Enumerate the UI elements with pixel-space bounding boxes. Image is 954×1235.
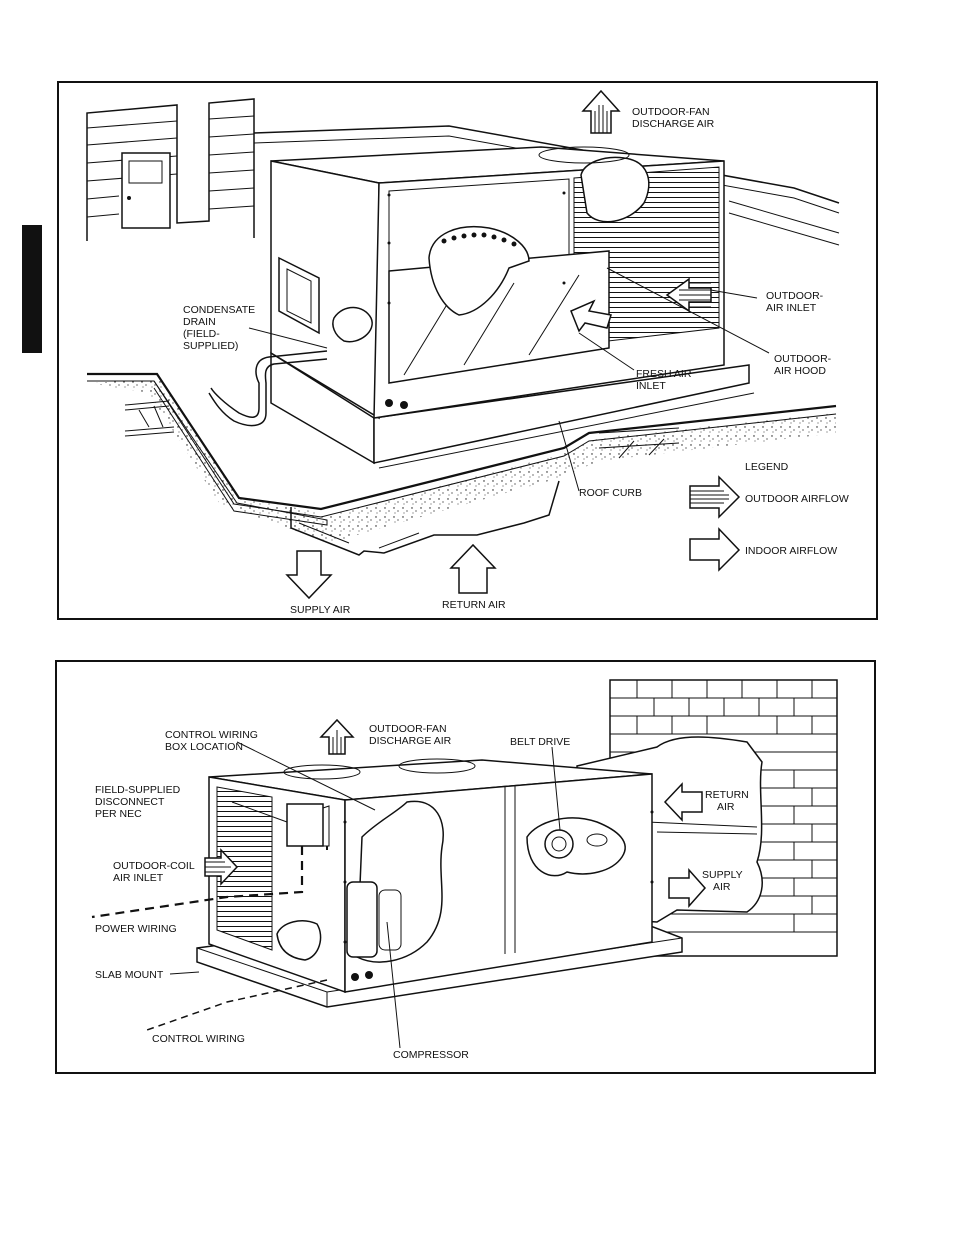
label-disconnect-1: FIELD-SUPPLIED [95, 784, 181, 796]
label-fresh-air-inlet-2: INLET [636, 380, 666, 392]
slab-mount-illustration: CONTROL WIRING BOX LOCATION OUTDOOR-FAN … [91, 679, 838, 1061]
outdoor-coil-inlet-arrow [204, 848, 239, 886]
roof-curb-illustration: OUTDOOR-FAN DISCHARGE AIR CONDENSATE DRA… [86, 89, 849, 616]
brick-wall [86, 98, 255, 241]
label-outdoor-air-hood-2: AIR HOOD [774, 365, 826, 377]
label-supply-air-2: AIR [713, 881, 731, 893]
slab-mount-installation-figure: CONTROL WIRING BOX LOCATION OUTDOOR-FAN … [55, 660, 876, 1074]
fresh-air-inlet-arrow [570, 299, 612, 333]
label-control-wiring-box-1: CONTROL WIRING [165, 729, 258, 741]
label-fresh-air-inlet-1: FRESH AIR [636, 368, 692, 380]
label-return-air-2: AIR [717, 801, 735, 813]
label-condensate-3: (FIELD- [183, 328, 220, 340]
label-outdoor-fan-2: DISCHARGE AIR [632, 118, 715, 130]
label-return-air-1: RETURN [705, 789, 749, 801]
roof-curb-installation-figure: OUTDOOR-FAN DISCHARGE AIR CONDENSATE DRA… [57, 81, 878, 620]
return-air-arrow [449, 543, 497, 594]
section-tab-marker [22, 225, 42, 353]
label-compressor: COMPRESSOR [393, 1049, 469, 1061]
label-outdoor-coil-1: OUTDOOR-COIL [113, 860, 195, 872]
label-outdoor-air-inlet-1: OUTDOOR- [766, 290, 824, 302]
label-condensate-1: CONDENSATE [183, 304, 255, 316]
legend-title: LEGEND [745, 461, 789, 473]
label-supply-air: SUPPLY AIR [290, 604, 351, 616]
supply-air-arrow [668, 868, 707, 908]
legend-indoor-airflow-label: INDOOR AIRFLOW [745, 545, 837, 557]
label-disconnect-2: DISCONNECT [95, 796, 165, 808]
label-outdoor-air-hood-1: OUTDOOR- [774, 353, 832, 365]
label-power-wiring: POWER WIRING [95, 923, 177, 935]
power-wiring-line [91, 846, 304, 919]
supply-air-arrow [285, 550, 333, 600]
label-outdoor-fan-1: OUTDOOR-FAN [369, 723, 447, 735]
label-slab-mount: SLAB MOUNT [95, 969, 164, 981]
label-condensate-4: SUPPLIED) [183, 340, 238, 352]
label-supply-air-1: SUPPLY [702, 869, 743, 881]
rooftop-unit [208, 758, 654, 994]
label-outdoor-fan-2: DISCHARGE AIR [369, 735, 452, 747]
rooftop-unit [270, 146, 725, 420]
outdoor-air-inlet-arrow [665, 277, 712, 313]
disconnect-box [286, 803, 324, 847]
label-disconnect-3: PER NEC [95, 808, 142, 820]
roof-edge [87, 372, 837, 511]
outdoor-fan-discharge-arrow [581, 89, 621, 134]
outdoor-fan-discharge-arrow [319, 718, 355, 755]
legend-outdoor-airflow-label: OUTDOOR AIRFLOW [745, 493, 849, 505]
label-condensate-2: DRAIN [183, 316, 216, 328]
label-control-wiring-box-2: BOX LOCATION [165, 741, 243, 753]
label-outdoor-fan-1: OUTDOOR-FAN [632, 106, 710, 118]
curb-ductwork [290, 480, 560, 556]
legend-outdoor-airflow-arrow [689, 475, 741, 519]
label-outdoor-air-inlet-2: AIR INLET [766, 302, 817, 314]
label-roof-curb: ROOF CURB [579, 487, 642, 499]
label-return-air: RETURN AIR [442, 599, 506, 611]
label-control-wiring: CONTROL WIRING [152, 1033, 245, 1045]
legend-indoor-airflow-arrow [689, 527, 741, 572]
label-outdoor-coil-2: AIR INLET [113, 872, 164, 884]
return-air-arrow [663, 782, 703, 822]
label-belt-drive: BELT DRIVE [510, 736, 570, 748]
control-wiring-line [146, 979, 328, 1031]
